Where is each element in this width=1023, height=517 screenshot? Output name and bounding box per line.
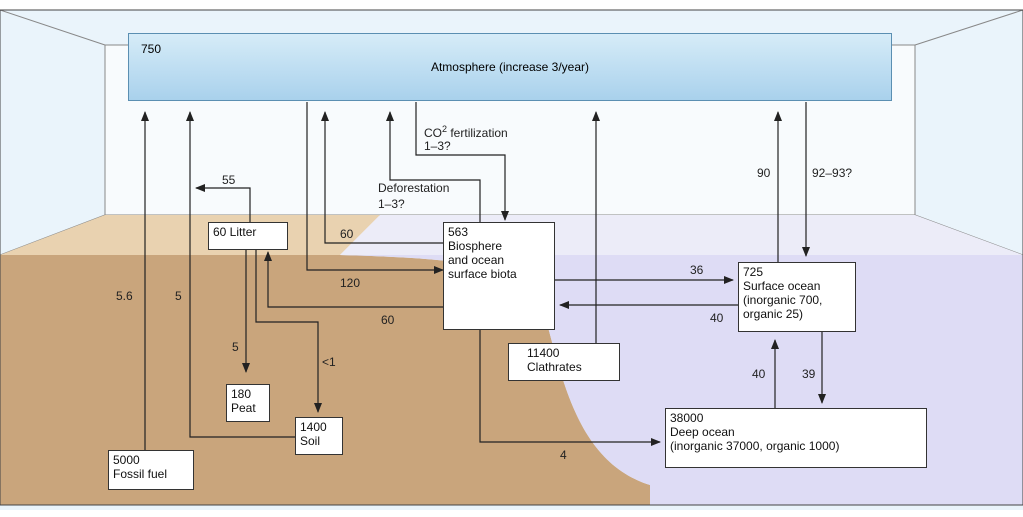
surface-ocean-line-2: (inorganic 700, — [743, 293, 823, 307]
clathrates-value: 11400 — [527, 346, 560, 360]
flow-92-93: 92–93? — [812, 166, 853, 180]
soil-box: 1400 Soil — [295, 417, 343, 455]
peat-label: Peat — [231, 401, 256, 415]
arrow-biosphere-60-litter — [264, 251, 443, 308]
arrow-biosphere-60-atmosphere — [321, 111, 443, 244]
atmosphere-value: 750 — [141, 42, 162, 56]
surface-ocean-value: 725 — [743, 265, 764, 279]
co2-fertilization-range: 1–3? — [424, 139, 451, 153]
biosphere-line-2: and ocean — [448, 253, 505, 267]
deep-ocean-line-2: (inorganic 37000, organic 1000) — [670, 439, 840, 453]
flow-60-biosphere: 60 — [381, 313, 395, 327]
biosphere-box: 563 Biosphere and ocean surface biota — [443, 222, 555, 330]
arrow-co2-fertilization — [415, 102, 509, 221]
surface-ocean-box: 725 Surface ocean (inorganic 700, organi… — [738, 262, 856, 332]
flow-40-surface: 40 — [710, 311, 724, 325]
deforestation-label: Deforestation — [378, 181, 450, 195]
flow-90: 90 — [757, 166, 771, 180]
arrow-soil-to-atmosphere — [186, 111, 300, 438]
peat-box: 180 Peat — [226, 384, 270, 422]
arrow-atmosphere-120-biosphere — [306, 102, 444, 274]
co2-fertilization-label: CO2 fertilization — [424, 122, 508, 140]
surface-ocean-line-1: Surface ocean — [743, 279, 821, 293]
flow-120: 120 — [340, 276, 361, 290]
litter-label: 60 Litter — [213, 225, 257, 239]
clathrates-box: 11400 Clathrates — [508, 343, 620, 381]
flow-36: 36 — [690, 263, 704, 277]
deep-ocean-value: 38000 — [670, 411, 704, 425]
co2-text: CO — [424, 126, 442, 140]
surface-ocean-line-3: organic 25) — [743, 307, 804, 321]
biosphere-line-1: Biosphere — [448, 239, 503, 253]
flow-5-peat: 5 — [232, 340, 239, 354]
flow-55: 55 — [222, 173, 236, 187]
flow-5: 5 — [175, 289, 182, 303]
fossil-value: 5000 — [113, 453, 140, 467]
atmosphere-label: Atmosphere (increase 3/year) — [430, 60, 590, 74]
biosphere-value: 563 — [448, 225, 469, 239]
peat-value: 180 — [231, 387, 252, 401]
arrow-litter-to-soil — [255, 250, 322, 413]
flow-60-litter: 60 — [340, 227, 354, 241]
deforestation-range: 1–3? — [378, 197, 405, 211]
flow-lt1: <1 — [322, 355, 336, 369]
litter-box: 60 Litter — [208, 222, 288, 250]
soil-value: 1400 — [300, 420, 327, 434]
deep-ocean-box: 38000 Deep ocean (inorganic 37000, organ… — [665, 408, 927, 468]
biosphere-line-3: surface biota — [448, 267, 517, 281]
flow-39: 39 — [802, 367, 816, 381]
ceiling-edge-left — [0, 9, 106, 46]
arrow-litter-55 — [195, 184, 251, 222]
flow-4: 4 — [560, 448, 567, 462]
flow-40-deep: 40 — [752, 367, 766, 381]
fertilization-text: fertilization — [447, 126, 508, 140]
fossil-fuel-box: 5000 Fossil fuel — [108, 450, 194, 490]
fossil-label: Fossil fuel — [113, 467, 168, 481]
flow-5-6: 5.6 — [116, 289, 133, 303]
arrow-deforestation — [386, 111, 481, 222]
arrow-biosphere-4-deep — [479, 330, 661, 446]
diagram-border — [0, 9, 1023, 506]
deep-ocean-line-1: Deep ocean — [670, 425, 735, 439]
ceiling-edge-right — [914, 9, 1023, 46]
soil-label: Soil — [300, 434, 321, 448]
clathrates-label: Clathrates — [527, 360, 582, 374]
co2-subscript: 2 — [442, 124, 448, 134]
atmosphere-box: 750 Atmosphere (increase 3/year) — [128, 33, 892, 101]
